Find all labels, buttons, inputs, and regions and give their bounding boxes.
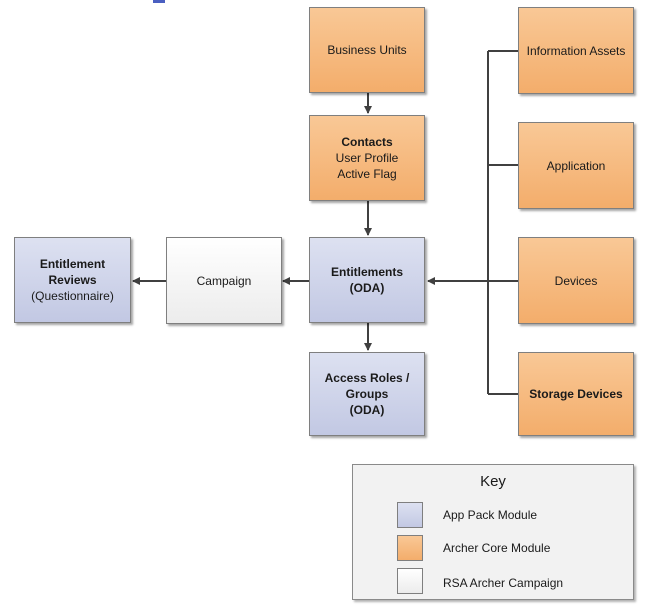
contacts-box: Contacts User Profile Active Flag: [309, 115, 425, 201]
access-roles-line-3: (ODA): [349, 403, 385, 417]
legend-swatch-app-pack: [397, 502, 423, 528]
access-roles-box: Access Roles / Groups (ODA): [309, 352, 425, 436]
legend-key: Key App Pack Module Archer Core Module R…: [352, 464, 634, 600]
storage-devices-box: Storage Devices: [518, 352, 634, 436]
entitlement-reviews-line-1: Entitlement: [39, 257, 106, 271]
business-units-box: Business Units: [309, 7, 425, 93]
business-units-label: Business Units: [327, 43, 407, 57]
storage-devices-label: Storage Devices: [529, 387, 623, 401]
access-roles-line-2: Groups: [345, 387, 389, 401]
legend-title: Key: [480, 473, 506, 490]
contacts-title: Contacts: [341, 135, 393, 149]
entitlement-reviews-box: Entitlement Reviews (Questionnaire): [14, 237, 131, 323]
application-label: Application: [546, 158, 606, 173]
header-accent-bar: [153, 0, 165, 3]
legend-label-archer-core: Archer Core Module: [443, 541, 551, 555]
legend-swatch-archer-core: [397, 535, 423, 561]
legend-label-campaign: RSA Archer Campaign: [443, 576, 564, 590]
contacts-line-1: User Profile: [335, 151, 399, 165]
entitlement-reviews-line-2: Reviews: [48, 273, 97, 287]
entitlements-line-2: (ODA): [349, 281, 385, 295]
application-box: Application: [518, 122, 634, 209]
entitlement-reviews-sub: (Questionnaire): [31, 289, 114, 303]
information-assets-box: Information Assets: [518, 7, 634, 94]
devices-box: Devices: [518, 237, 634, 324]
contacts-line-2: Active Flag: [337, 167, 397, 181]
access-roles-line-1: Access Roles /: [324, 371, 410, 385]
entitlements-line-1: Entitlements: [330, 265, 403, 279]
devices-label: Devices: [554, 273, 598, 288]
campaign-box: Campaign: [166, 237, 282, 324]
legend-swatch-campaign: [397, 568, 423, 594]
entitlements-box: Entitlements (ODA): [309, 237, 425, 323]
information-assets-label: Information Assets: [526, 43, 626, 58]
legend-label-app-pack: App Pack Module: [443, 508, 538, 522]
campaign-label: Campaign: [196, 273, 252, 288]
